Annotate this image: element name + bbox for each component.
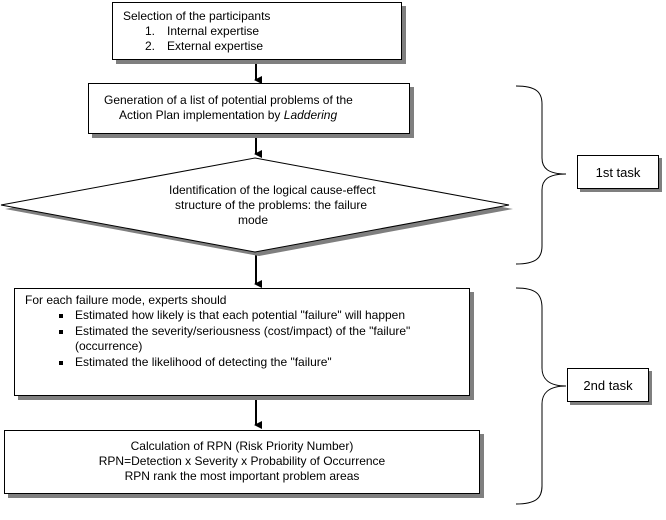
participant-item-number: 1. (145, 24, 156, 38)
task-label-1st: 1st task (577, 155, 659, 189)
decision-diamond (0, 157, 510, 253)
step-identification-line-1: Identification of the logical cause-effe… (169, 183, 376, 197)
brace-2nd-task (515, 287, 567, 505)
step-selection-box: Selection of the participants 1. Interna… (112, 2, 402, 60)
step-generation-line-1: Generation of a list of potential proble… (104, 93, 353, 107)
rpn-calculation-line-1: Calculation of RPN (Risk Priority Number… (130, 439, 354, 453)
rpn-rank-line: RPN rank the most important problem area… (124, 469, 360, 483)
participant-item-number: 2. (145, 39, 156, 53)
laddering-term: Laddering (283, 108, 338, 122)
step-generation-text: Action Plan implementation by (119, 108, 284, 122)
bullet-icon (59, 361, 63, 365)
rpn-formula-line: RPN=Detection x Severity x Probability o… (98, 454, 386, 468)
estimation-item: Estimated the likelihood of detecting th… (75, 355, 332, 369)
participant-item-label: Internal expertise (167, 24, 260, 38)
estimation-item: Estimated the severity/seriousness (cost… (75, 324, 411, 338)
expert-estimation-intro: For each failure mode, experts should (25, 293, 227, 307)
step-expert-estimation-box: For each failure mode, experts should Es… (14, 288, 470, 396)
step-generation-box: Generation of a list of potential proble… (88, 83, 410, 134)
participant-item-label: External expertise (167, 39, 264, 53)
step-rpn-calculation-box: Calculation of RPN (Risk Priority Number… (4, 430, 480, 494)
task-label-2nd: 2nd task (567, 368, 649, 402)
estimation-item: Estimated how likely is that each potent… (75, 308, 406, 322)
bullet-icon (59, 330, 63, 334)
estimation-item-continuation: (occurrence) (75, 339, 143, 353)
step-selection-title: Selection of the participants (123, 9, 271, 23)
brace-1st-task (515, 85, 567, 265)
step-identification-line-2: structure of the problems: the failure (175, 198, 368, 212)
step-identification-line-3: mode (238, 213, 269, 227)
bullet-icon (59, 314, 63, 318)
step-generation-line-2: Action Plan implementation by Laddering (119, 108, 337, 123)
